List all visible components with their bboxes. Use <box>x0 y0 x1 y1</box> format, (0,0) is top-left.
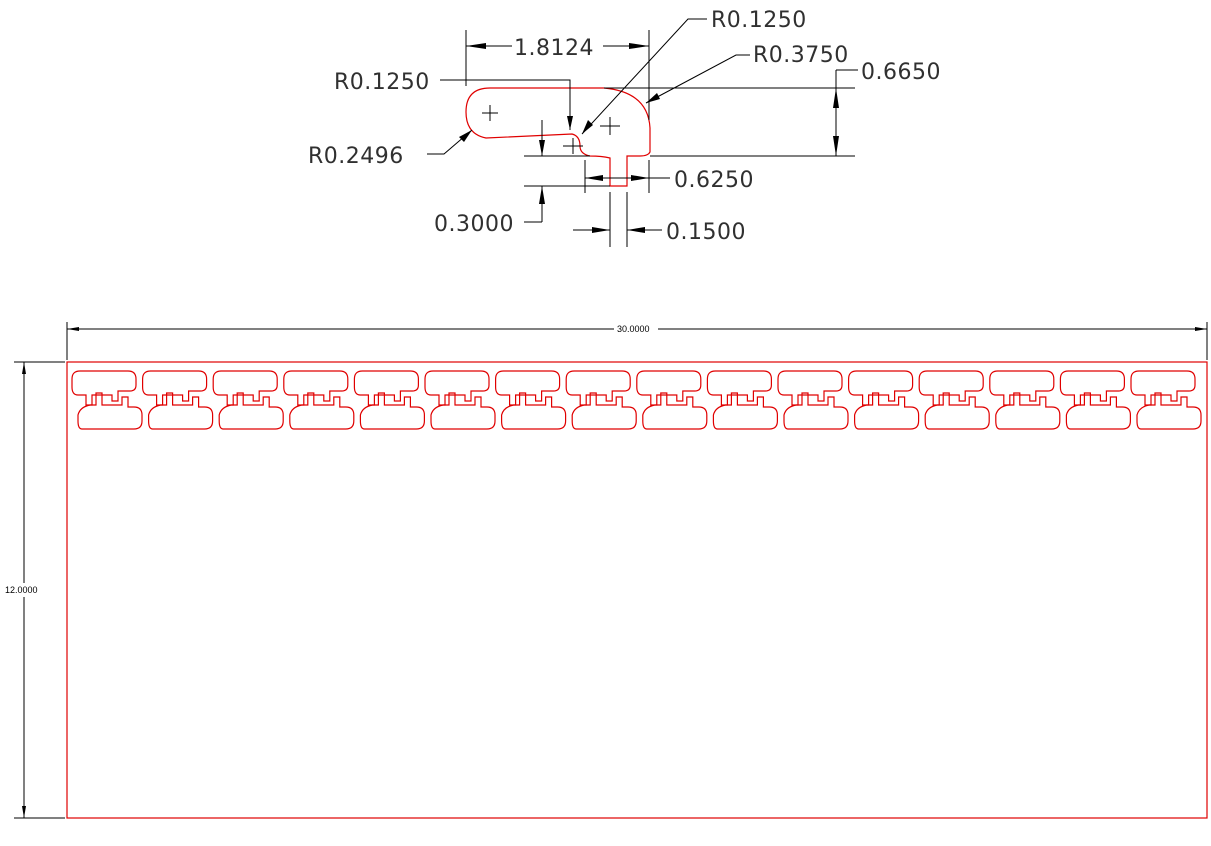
dim-width-top: 1.8124 <box>514 36 594 61</box>
part-pair-10 <box>706 370 779 430</box>
center-mark-right <box>600 117 620 135</box>
dim-radius-inner-top: R0.1250 <box>711 8 807 33</box>
part-pair-3 <box>212 370 284 430</box>
part-pair-9 <box>636 370 708 430</box>
center-mark-small <box>563 138 583 154</box>
dim-tab-span: 0.6250 <box>674 168 754 193</box>
part-pair-16 <box>1130 370 1202 430</box>
nested-parts <box>71 370 1202 430</box>
sheet-border <box>66 361 1208 819</box>
dim-slot-width: 0.1500 <box>666 220 746 245</box>
center-mark-left <box>482 105 498 121</box>
part-pair-7 <box>495 370 567 430</box>
part-pair-11 <box>777 370 849 430</box>
part-pair-13 <box>918 370 990 430</box>
part-pair-4 <box>283 370 355 430</box>
part-pair-5 <box>353 370 425 430</box>
sheet-layout: 30.0000 12.0000 <box>5 322 1208 819</box>
dim-radius-inner-left: R0.1250 <box>334 70 430 95</box>
part-pair-2 <box>142 370 214 430</box>
dim-height-total: 0.6650 <box>861 60 941 85</box>
part-pair-14 <box>989 370 1061 430</box>
dim-radius-left: R0.2496 <box>308 144 404 169</box>
sheet-height-label: 12.0000 <box>5 585 38 595</box>
part-pair-6 <box>424 370 496 430</box>
profile-outline <box>465 87 651 187</box>
part-pair-1 <box>71 370 143 430</box>
part-pair-8 <box>565 370 637 430</box>
sheet-width-label: 30.0000 <box>617 324 650 334</box>
dim-radius-right: R0.3750 <box>753 43 849 68</box>
profile-detail: 1.8124 R0.1250 R0.3750 0.6650 R0.1250 R0… <box>308 8 941 247</box>
part-pair-12 <box>847 370 920 430</box>
part-pair-15 <box>1059 370 1132 430</box>
dim-tab-depth: 0.3000 <box>434 212 514 237</box>
